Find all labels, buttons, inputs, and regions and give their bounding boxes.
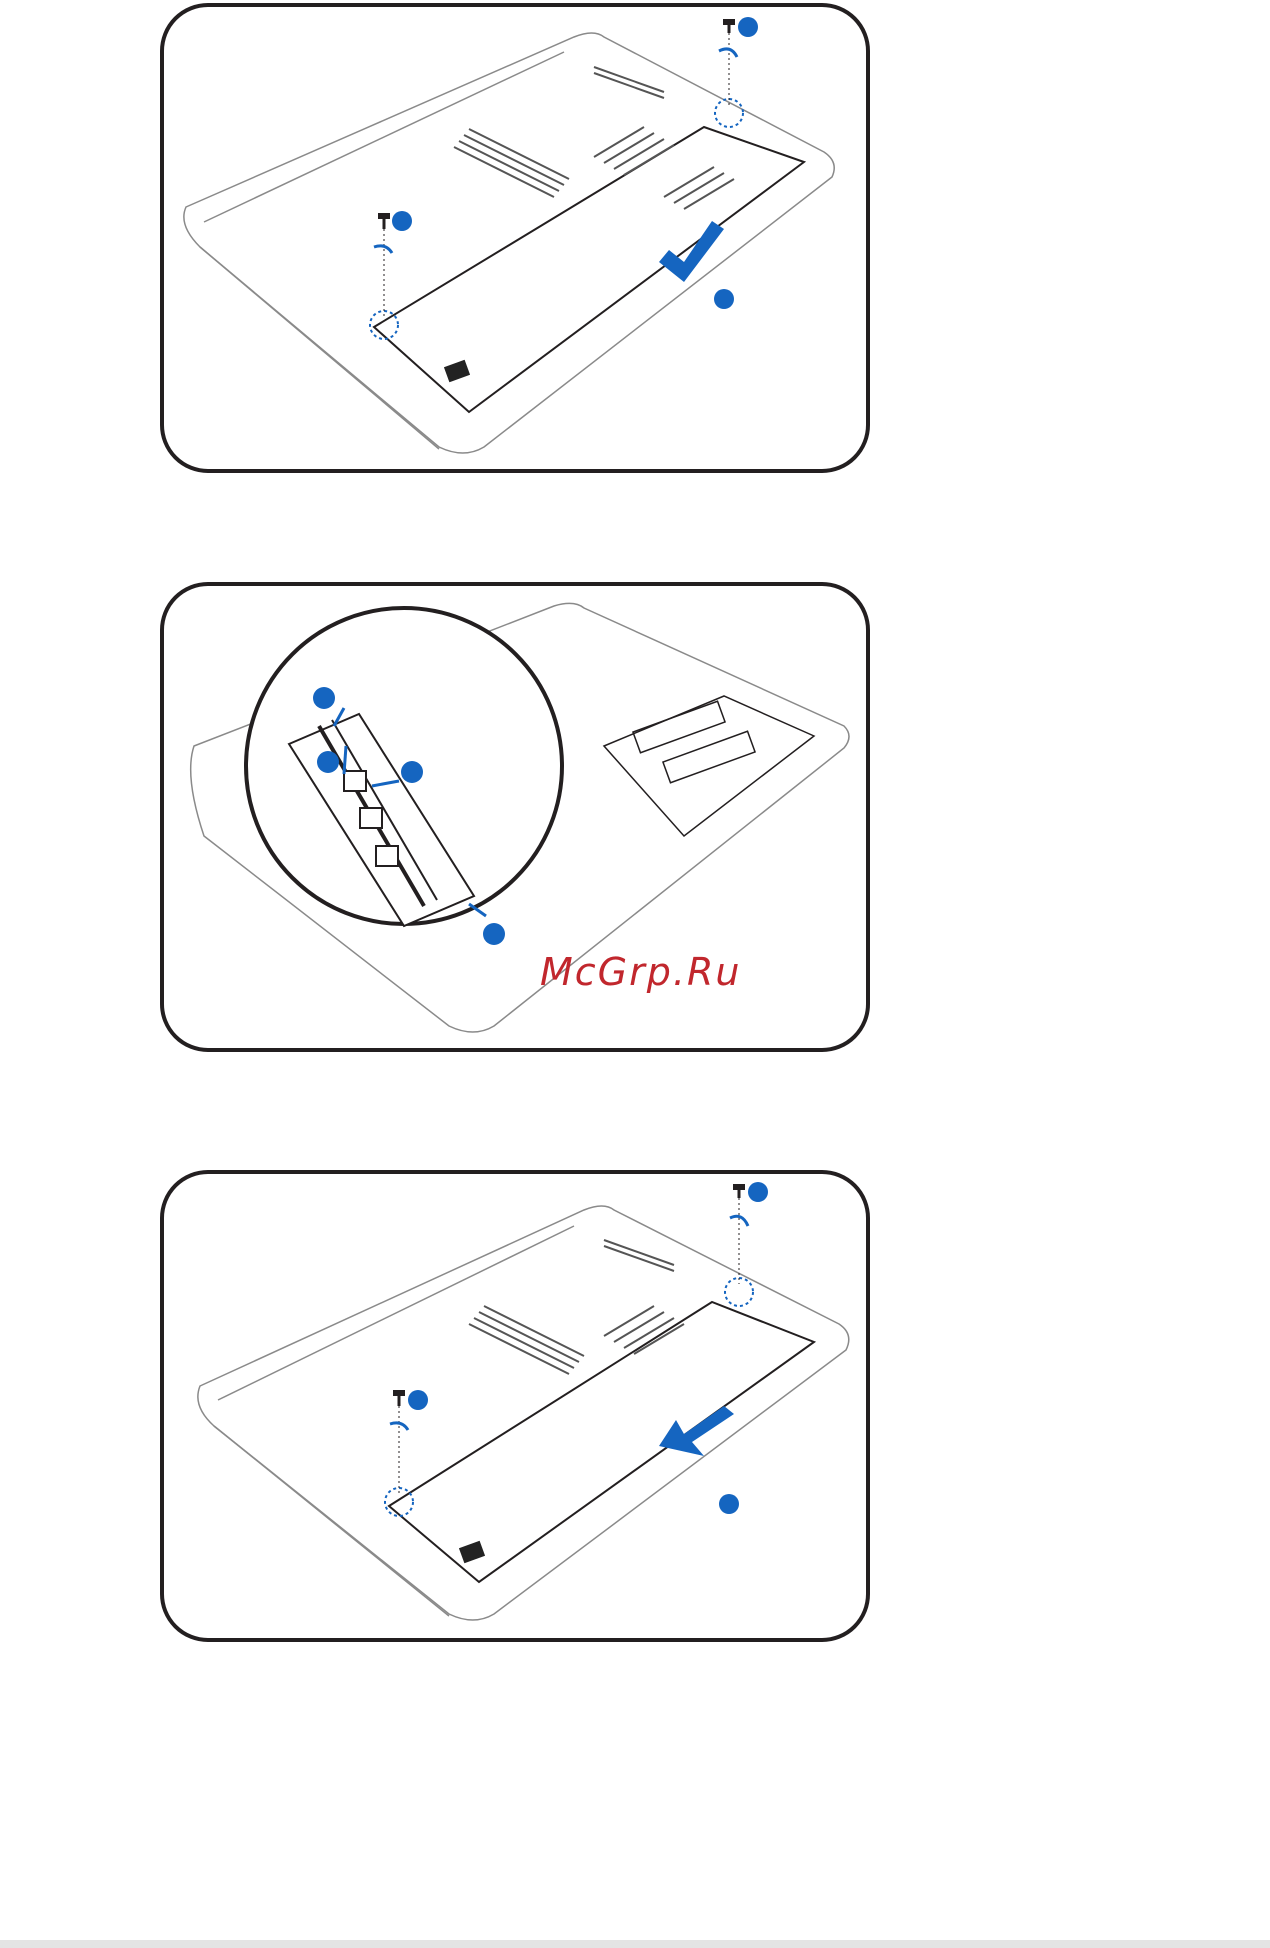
figure-memory-module <box>160 582 870 1052</box>
page-footer-bar <box>0 1940 1270 1948</box>
callout-marker <box>401 761 423 783</box>
rubber-foot <box>444 360 470 383</box>
callout-marker <box>408 1390 428 1410</box>
watermark-text: McGrp.Ru <box>540 950 741 994</box>
callout-marker <box>313 687 335 709</box>
figure-reinstall-cover <box>160 1170 870 1642</box>
memory-replacement-illustration <box>164 586 870 1052</box>
screw-icon <box>725 1184 753 1306</box>
callout-marker <box>714 289 734 309</box>
callout-marker <box>483 923 505 945</box>
screw-icon <box>385 1390 413 1516</box>
callout-marker <box>719 1494 739 1514</box>
figure-remove-cover <box>160 3 870 473</box>
laptop-bottom-illustration <box>164 7 870 473</box>
slide-arrow-icon <box>659 1406 734 1456</box>
laptop-bottom-illustration <box>164 1174 870 1642</box>
callout-marker <box>317 751 339 773</box>
slide-arrow-icon <box>659 221 724 282</box>
screw-icon <box>715 19 743 127</box>
rubber-foot <box>459 1541 485 1564</box>
callout-marker <box>392 211 412 231</box>
callout-marker <box>738 17 758 37</box>
callout-marker <box>748 1182 768 1202</box>
